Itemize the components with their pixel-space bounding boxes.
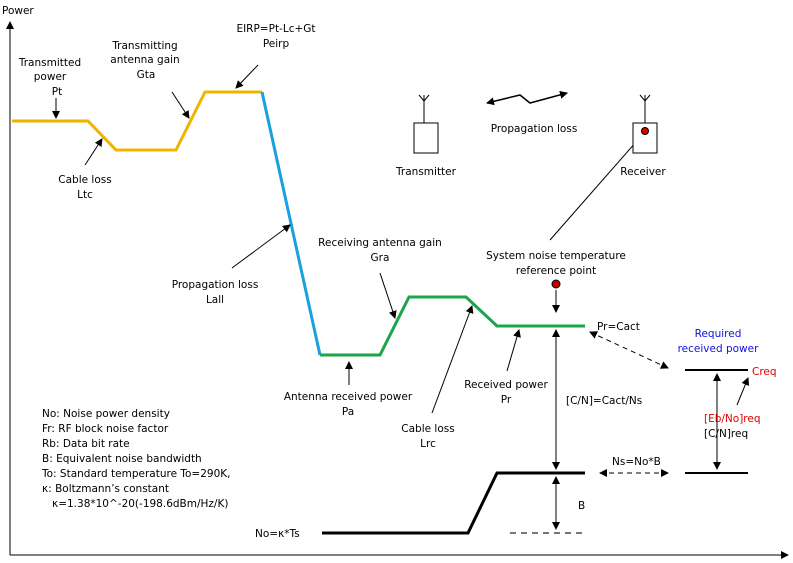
gra-arrow bbox=[379, 272, 397, 319]
transmitter-label: Transmitter bbox=[395, 166, 457, 178]
gta-arrow bbox=[171, 91, 190, 119]
tx-power-curve bbox=[12, 90, 262, 152]
svg-text:Gta: Gta bbox=[137, 69, 156, 81]
symbol-legend: No: Noise power density Fr: RF block noi… bbox=[41, 408, 231, 510]
svg-text:reference point: reference point bbox=[516, 265, 596, 277]
propagation-loss-curve bbox=[260, 91, 322, 356]
receiver-pointer bbox=[549, 133, 644, 241]
ltc-arrow bbox=[84, 138, 103, 166]
svg-text:To: Standard temperature To=2: To: Standard temperature To=290K, bbox=[41, 468, 231, 480]
ns-label: Ns=No*B bbox=[612, 456, 661, 468]
eirp-label: EIRP=Pt-Lc+Gt Peirp bbox=[236, 23, 315, 50]
tx-antenna-gain-label: Transmitting antenna gain Gta bbox=[110, 40, 179, 81]
lrc-arrow bbox=[431, 305, 474, 414]
no-kts-label: No=κ*Ts bbox=[255, 528, 300, 540]
cn-act-label: [C/N]=Cact/Ns bbox=[566, 395, 642, 407]
rx-antenna-gain-label: Receiving antenna gain Gra bbox=[318, 237, 442, 264]
pr-arrow bbox=[506, 329, 521, 372]
b-label: B bbox=[578, 500, 585, 512]
transmitter-icon bbox=[413, 94, 439, 154]
svg-text:Pr: Pr bbox=[501, 394, 512, 406]
transmitted-power-label: Transmitted power Pt bbox=[18, 57, 81, 98]
noise-curve bbox=[322, 471, 585, 535]
propagation-loss-label: Propagation loss Lall bbox=[172, 279, 259, 306]
svg-text:Propagation loss: Propagation loss bbox=[172, 279, 259, 291]
creq-label: Creq bbox=[752, 366, 777, 378]
noise-ref-point-dot bbox=[551, 279, 561, 289]
rx-power-curve bbox=[320, 295, 585, 357]
svg-text:κ=1.38*10^-20(-198.6dBm/Hz/K): κ=1.38*10^-20(-198.6dBm/Hz/K) bbox=[42, 498, 228, 510]
svg-text:EIRP=Pt-Lc+Gt: EIRP=Pt-Lc+Gt bbox=[236, 23, 315, 35]
propagation-loss-legend-label: Propagation loss bbox=[491, 123, 578, 135]
svg-text:power: power bbox=[34, 71, 67, 83]
svg-text:Cable loss: Cable loss bbox=[58, 174, 111, 186]
svg-text:Lrc: Lrc bbox=[420, 438, 436, 450]
receiver-icon bbox=[632, 94, 658, 154]
svg-text:System noise temperature: System noise temperature bbox=[486, 250, 626, 262]
cable-loss-tx-label: Cable loss Ltc bbox=[58, 174, 111, 201]
svg-text:Fr: RF block noise factor: Fr: RF block noise factor bbox=[42, 423, 169, 435]
cable-loss-rx-label: Cable loss Lrc bbox=[401, 423, 454, 450]
y-axis-label: Power bbox=[2, 5, 34, 17]
receiver-label: Receiver bbox=[620, 166, 666, 178]
svg-text:Ltc: Ltc bbox=[77, 189, 93, 201]
required-power-label: Required received power bbox=[678, 328, 760, 355]
cn-req-label: [C/N]req bbox=[704, 428, 748, 440]
svg-text:Pt: Pt bbox=[52, 86, 62, 98]
received-power-label: Received power Pr bbox=[464, 379, 548, 406]
svg-text:Transmitting: Transmitting bbox=[111, 40, 177, 52]
svg-text:Receiving antenna gain: Receiving antenna gain bbox=[318, 237, 442, 249]
svg-text:Lall: Lall bbox=[206, 294, 224, 306]
svg-text:Required: Required bbox=[695, 328, 742, 340]
creq-arrow bbox=[736, 377, 750, 406]
ebno-req-label: [Eb/No]req bbox=[704, 413, 761, 425]
system-noise-ref-label: System noise temperature reference point bbox=[486, 250, 626, 277]
lall-arrow bbox=[231, 224, 291, 269]
svg-text:Gra: Gra bbox=[371, 252, 390, 264]
svg-text:Pa: Pa bbox=[342, 406, 354, 418]
svg-text:B: Equivalent noise bandwidth: B: Equivalent noise bandwidth bbox=[42, 453, 202, 465]
eirp-arrow bbox=[235, 64, 259, 89]
svg-text:Received power: Received power bbox=[464, 379, 548, 391]
svg-text:Peirp: Peirp bbox=[263, 38, 290, 50]
svg-text:No: Noise power density: No: Noise power density bbox=[42, 408, 170, 420]
svg-text:Antenna received power: Antenna received power bbox=[284, 391, 413, 403]
antenna-received-power-label: Antenna received power Pa bbox=[284, 391, 413, 418]
svg-text:received power: received power bbox=[678, 343, 760, 355]
svg-text:antenna gain: antenna gain bbox=[110, 54, 179, 66]
pr-creq-dashed-arrow bbox=[589, 331, 669, 369]
svg-text:Rb: Data bit rate: Rb: Data bit rate bbox=[42, 438, 130, 450]
propagation-lightning-icon bbox=[486, 90, 568, 106]
svg-text:Transmitted: Transmitted bbox=[18, 57, 81, 69]
svg-text:κ: Boltzmann’s constant: κ: Boltzmann’s constant bbox=[42, 483, 169, 495]
pr-cact-label: Pr=Cact bbox=[597, 321, 640, 333]
svg-text:Cable loss: Cable loss bbox=[401, 423, 454, 435]
